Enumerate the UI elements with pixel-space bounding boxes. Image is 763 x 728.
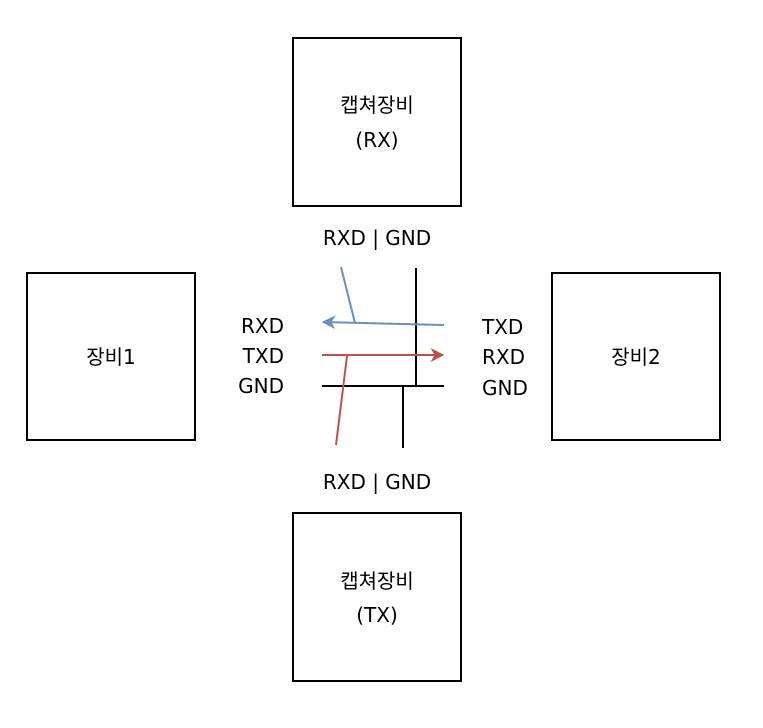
left-pin-gnd: GND <box>238 374 284 398</box>
device-1-box <box>26 272 196 441</box>
capture-device-tx: 캡쳐장비 (TX) <box>292 512 462 682</box>
right-pin-rxd: RXD <box>482 345 525 369</box>
capture-device-tx-subtitle: (TX) <box>356 603 398 627</box>
top-pin-label: RXD | GND <box>323 226 431 250</box>
bottom-pin-label: RXD | GND <box>323 470 431 494</box>
capture-device-rx-box <box>292 37 462 207</box>
device-1: 장비1 <box>26 272 196 441</box>
right-pin-txd: TXD <box>481 315 523 339</box>
capture-device-tx-title: 캡쳐장비 <box>340 569 414 593</box>
device-1-label: 장비1 <box>86 345 136 369</box>
tx-capture-tap-wire <box>335 355 348 446</box>
capture-device-rx: 캡쳐장비 (RX) <box>292 37 462 207</box>
capture-device-rx-subtitle: (RX) <box>355 128 398 152</box>
device-2: 장비2 <box>551 272 721 441</box>
left-pin-txd: TXD <box>242 344 284 368</box>
capture-device-tx-box <box>292 512 462 682</box>
device-2-box <box>551 272 721 441</box>
capture-device-rx-title: 캡쳐장비 <box>340 93 414 117</box>
left-pin-rxd: RXD <box>241 314 284 338</box>
device-2-label: 장비2 <box>611 345 661 369</box>
right-pin-gnd: GND <box>482 376 528 400</box>
rx-signal-arrow <box>321 315 445 330</box>
rx-capture-tap-wire <box>340 266 356 324</box>
